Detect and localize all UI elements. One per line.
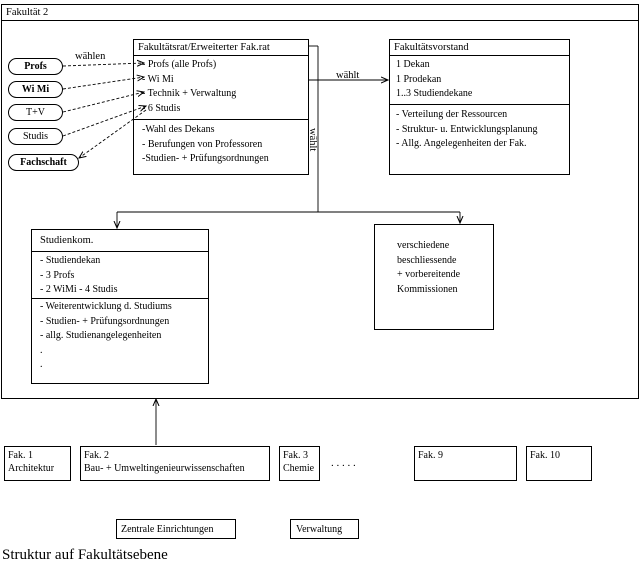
kommissionen-line: Kommissionen bbox=[397, 283, 458, 295]
group-fachschaft: Fachschaft bbox=[8, 154, 79, 171]
arrow-profs bbox=[62, 63, 144, 66]
divider bbox=[134, 119, 308, 120]
group-wimi: Wi Mi bbox=[8, 81, 63, 98]
kommissionen-box: verschiedene beschliessende + vorbereite… bbox=[374, 224, 494, 330]
label-waehlen: wählen bbox=[75, 51, 106, 62]
arrow-wimi bbox=[62, 77, 144, 90]
faculty-subject: Bau- + Umweltingenieurwissenschaften bbox=[84, 463, 245, 474]
label-waehlt-vertical: wählt bbox=[307, 128, 318, 152]
zentrale-einrichtungen-label: Zentrale Einrichtungen bbox=[121, 524, 214, 535]
fakultaetsvorstand-box: Fakultätsvorstand 1 Dekan 1 Prodekan 1..… bbox=[389, 39, 570, 175]
verwaltung-label: Verwaltung bbox=[296, 524, 343, 535]
faculty-box-3: Fak. 3 Chemie bbox=[279, 446, 320, 481]
group-profs: Profs bbox=[8, 58, 63, 75]
kommissionen-line: + vorbereitende bbox=[397, 269, 461, 280]
arrow-studis bbox=[62, 106, 146, 137]
faculty-name: Fak. 10 bbox=[530, 450, 560, 461]
member-item: - 2 WiMi - 4 Studis bbox=[40, 284, 118, 295]
member-item: - Wi Mi bbox=[142, 73, 174, 85]
task-item: - Verteilung der Ressourcen bbox=[396, 109, 508, 120]
vorstand-members: 1 Dekan 1 Prodekan 1..3 Studiendekane bbox=[396, 58, 472, 102]
studienkom-tasks: - Weiterentwicklung d. Studiums - Studie… bbox=[40, 300, 172, 373]
vorstand-tasks: - Verteilung der Ressourcen - Struktur- … bbox=[396, 108, 537, 152]
fakultaetsrat-tasks: -Wahl des Dekans - Berufungen von Profes… bbox=[142, 123, 269, 167]
arrow-tv bbox=[62, 92, 144, 113]
fakultaetsrat-title: Fakultätsrat/Erweiterter Fak.rat bbox=[134, 40, 308, 56]
faculty-subject: Architektur bbox=[8, 463, 55, 474]
member-item: - 6 Studis bbox=[142, 102, 181, 114]
faculty-name: Fak. 9 bbox=[418, 450, 443, 461]
member-item: 1..3 Studiendekane bbox=[396, 88, 473, 99]
faculty-name: Fak. 2 bbox=[84, 450, 109, 461]
task-item: - Struktur- u. Entwicklungsplanung bbox=[396, 123, 538, 135]
task-item: - Allg. Angelegenheiten der Fak. bbox=[396, 138, 527, 149]
task-item: - Studien- + Prüfungsordnungen bbox=[40, 315, 170, 327]
kommissionen-line: verschiedene bbox=[397, 240, 450, 251]
faculty-box-9: Fak. 9 bbox=[414, 446, 517, 481]
group-tv: T+V bbox=[8, 104, 63, 121]
faculty-name: Fak. 1 bbox=[8, 450, 33, 461]
group-label: Studis bbox=[22, 131, 48, 142]
kommissionen-line: beschliessende bbox=[397, 254, 457, 266]
divider bbox=[32, 298, 208, 299]
group-label: Profs bbox=[24, 61, 47, 72]
studienkommission-title: Studienkom. bbox=[32, 230, 208, 252]
group-label: T+V bbox=[26, 107, 45, 118]
member-item: - Studiendekan bbox=[40, 255, 101, 266]
group-studis: Studis bbox=[8, 128, 63, 145]
task-item: -Wahl des Dekans bbox=[142, 124, 215, 135]
faculty-ellipsis: . . . . . bbox=[331, 457, 356, 469]
zentrale-einrichtungen-box: Zentrale Einrichtungen bbox=[116, 519, 236, 539]
faculty-subject: Chemie bbox=[283, 463, 315, 474]
faculty-box-10: Fak. 10 bbox=[526, 446, 592, 481]
fakultaetsrat-box: Fakultätsrat/Erweiterter Fak.rat - Profs… bbox=[133, 39, 309, 175]
verwaltung-box: Verwaltung bbox=[290, 519, 359, 539]
fakultaetsrat-members: - Profs (alle Profs) - Wi Mi - Technik +… bbox=[142, 58, 236, 116]
task-item: - Weiterentwicklung d. Studiums bbox=[40, 301, 172, 312]
task-item: . bbox=[40, 344, 43, 356]
task-item: - Berufungen von Professoren bbox=[142, 138, 263, 150]
kommissionen-text: verschiedene beschliessende + vorbereite… bbox=[397, 239, 460, 297]
member-item: - Profs (alle Profs) bbox=[142, 59, 217, 70]
figure-caption: Struktur auf Fakultätsebene bbox=[2, 547, 168, 563]
member-item: - 3 Profs bbox=[40, 269, 75, 281]
group-label: Fachschaft bbox=[20, 157, 67, 168]
faculty-box-1: Fak. 1 Architektur bbox=[4, 446, 71, 481]
divider bbox=[390, 104, 569, 105]
task-item: . bbox=[40, 359, 43, 370]
member-item: - Technik + Verwaltung bbox=[142, 88, 237, 99]
group-label: Wi Mi bbox=[21, 84, 50, 95]
fakultaetsvorstand-title: Fakultätsvorstand bbox=[390, 40, 569, 56]
member-item: 1 Dekan bbox=[396, 59, 430, 70]
faculty-box-2: Fak. 2 Bau- + Umweltingenieurwissenschaf… bbox=[80, 446, 270, 481]
label-waehlt-horizontal: wählt bbox=[336, 70, 360, 81]
task-item: -Studien- + Prüfungsordnungen bbox=[142, 153, 269, 164]
faculty-name: Fak. 3 bbox=[283, 450, 308, 461]
faculty-frame-title: Fakultät 2 bbox=[2, 5, 638, 21]
member-item: 1 Prodekan bbox=[396, 73, 442, 85]
studienkom-members: - Studiendekan - 3 Profs - 2 WiMi - 4 St… bbox=[40, 254, 117, 298]
task-item: - allg. Studienangelegenheiten bbox=[40, 330, 162, 341]
arrow-fachschaft bbox=[79, 109, 147, 158]
studienkommission-box: Studienkom. - Studiendekan - 3 Profs - 2… bbox=[31, 229, 209, 384]
